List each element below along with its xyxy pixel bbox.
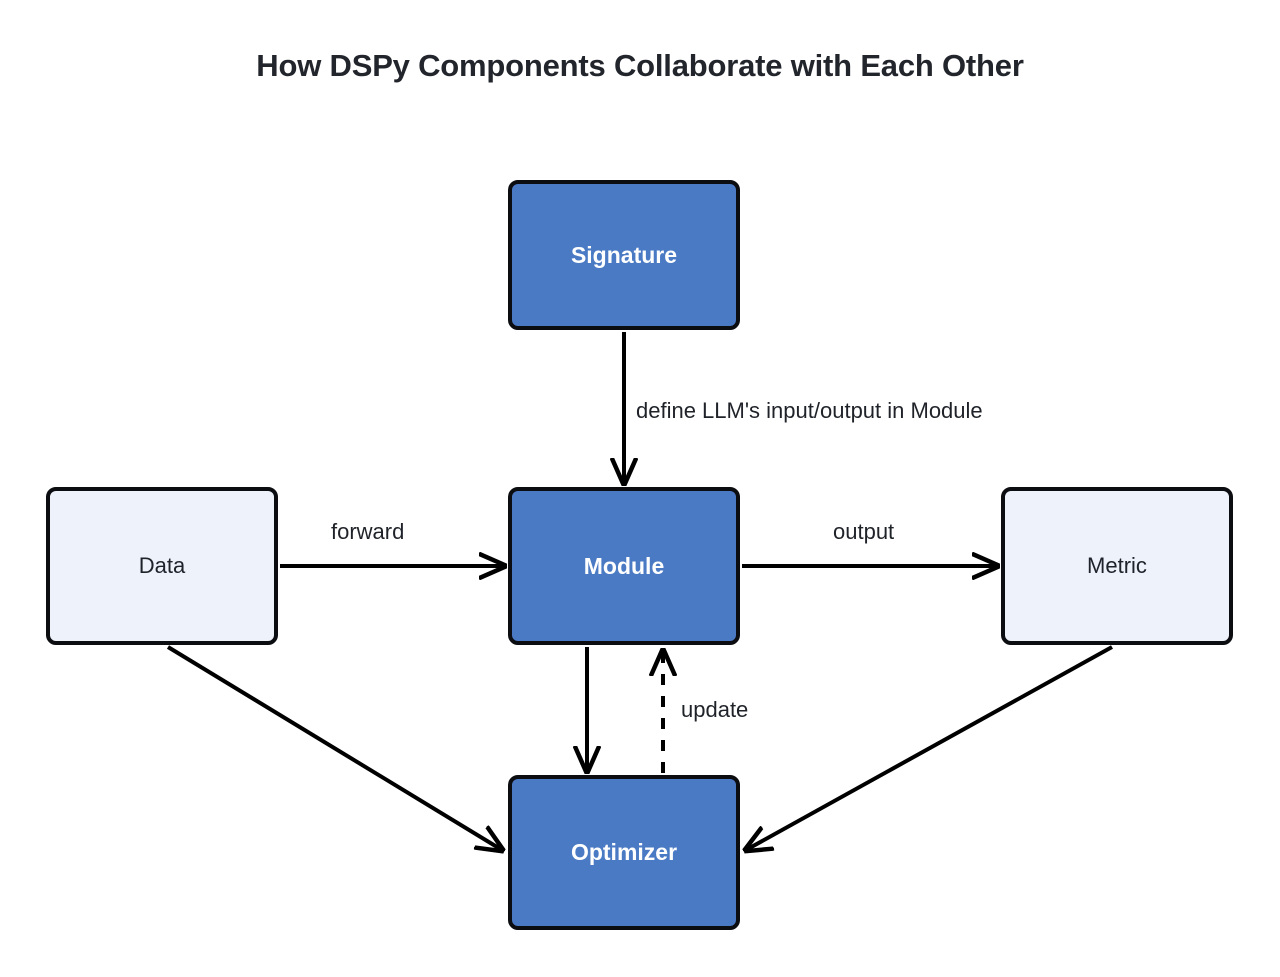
- edge-label-optimizer-to-module: update: [681, 697, 749, 722]
- node-optimizer-label: Optimizer: [570, 839, 678, 865]
- edge-data-to-optimizer: [166, 645, 502, 850]
- node-optimizer[interactable]: Optimizer: [508, 775, 740, 930]
- edge-label-signature-to-module: define LLM's input/output in Module: [636, 398, 983, 423]
- node-metric-label: Metric: [1087, 553, 1147, 578]
- node-signature[interactable]: Signature: [508, 180, 740, 330]
- edge-metric-to-optimizer: [746, 645, 1113, 850]
- node-module-label: Module: [583, 552, 665, 579]
- node-signature-label: Signature: [570, 241, 678, 268]
- node-data-label: Data: [138, 553, 186, 578]
- node-module[interactable]: Module: [508, 487, 740, 645]
- page-title: How DSPy Components Collaborate with Eac…: [256, 48, 1024, 83]
- edge-label-data-to-module: forward: [331, 519, 405, 544]
- node-metric[interactable]: Metric: [1001, 487, 1233, 645]
- node-data[interactable]: Data: [46, 487, 278, 645]
- edge-label-module-to-metric: output: [833, 519, 895, 544]
